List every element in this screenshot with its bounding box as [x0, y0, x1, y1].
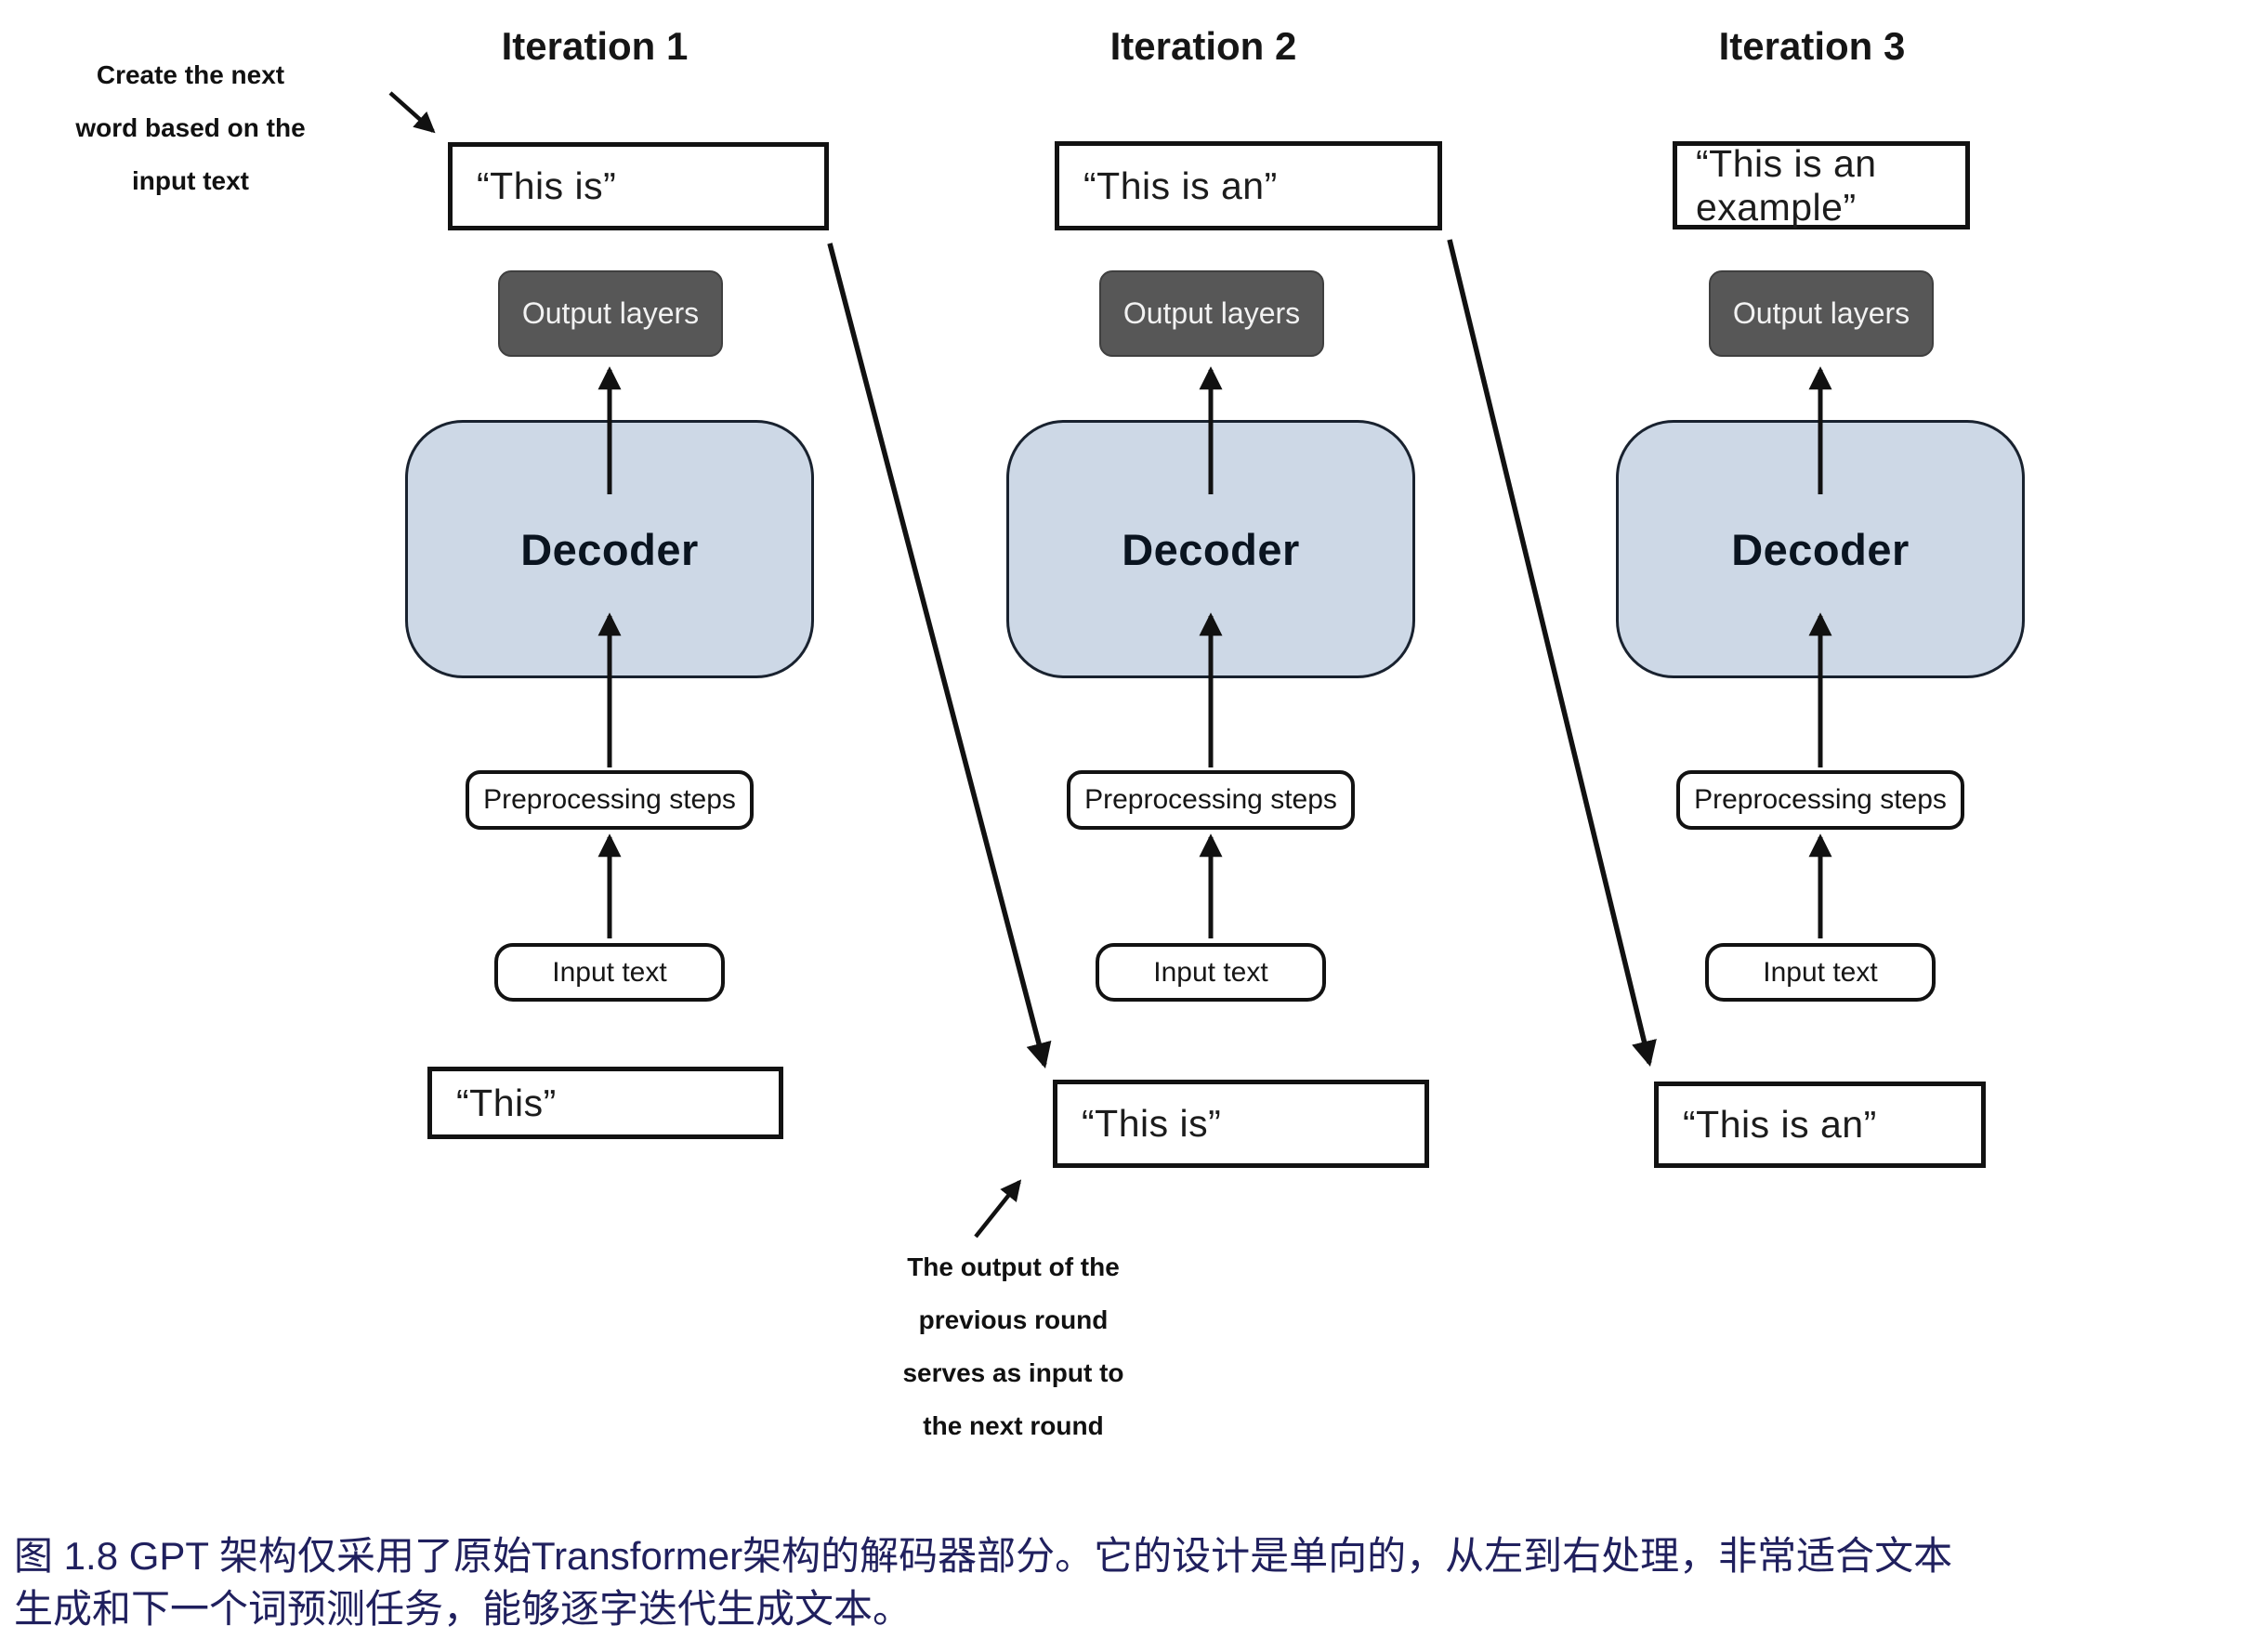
iteration-2-input-string-box: “This is”	[1053, 1080, 1429, 1168]
iteration-1-preprocessing-box: Preprocessing steps	[466, 770, 754, 830]
arrow-annotation-output-serves-as-input	[974, 1179, 1022, 1239]
arrow-iteration1-output-to-iteration2-input	[827, 243, 1052, 1069]
iteration-3-title: Iteration 3	[1718, 24, 1906, 68]
iteration-1-output-layers-box: Output layers	[498, 270, 723, 357]
iteration-3-decoder-box: Decoder	[1616, 420, 2025, 678]
iteration-2-output-text-box: “This is an”	[1055, 141, 1442, 230]
iteration-1-output-text-box: “This is”	[448, 142, 829, 230]
figure-caption: 图 1.8 GPT 架构仅采用了原始Transformer架构的解码器部分。它的…	[14, 1534, 1953, 1631]
iteration-2-preprocessing-box: Preprocessing steps	[1067, 770, 1355, 830]
iteration-3-output-text-box: “This is an example”	[1673, 141, 1970, 229]
iteration-2-input-text-box: Input text	[1096, 943, 1326, 1002]
iteration-3-input-text-box: Input text	[1705, 943, 1936, 1002]
iteration-3-preprocessing-box: Preprocessing steps	[1676, 770, 1964, 830]
arrow-iteration2-output-to-iteration3-input	[1447, 239, 1657, 1068]
iteration-1-decoder-box: Decoder	[405, 420, 814, 678]
iteration-3-input-string-box: “This is an”	[1654, 1082, 1986, 1168]
annotation-output-serves-as-input: The output of the previous round serves …	[902, 1252, 1124, 1440]
arrow-annotation-create-next-word	[388, 91, 436, 134]
iteration-2-title: Iteration 2	[1109, 24, 1297, 68]
iteration-2-decoder-box: Decoder	[1006, 420, 1415, 678]
iteration-1-title: Iteration 1	[501, 24, 689, 68]
iteration-2-output-layers-box: Output layers	[1099, 270, 1324, 357]
iteration-3-output-layers-box: Output layers	[1709, 270, 1934, 357]
iteration-1-input-string-box: “This”	[427, 1067, 783, 1139]
iteration-1-input-text-box: Input text	[494, 943, 725, 1002]
annotation-create-next-word: Create the next word based on the input …	[75, 60, 306, 195]
